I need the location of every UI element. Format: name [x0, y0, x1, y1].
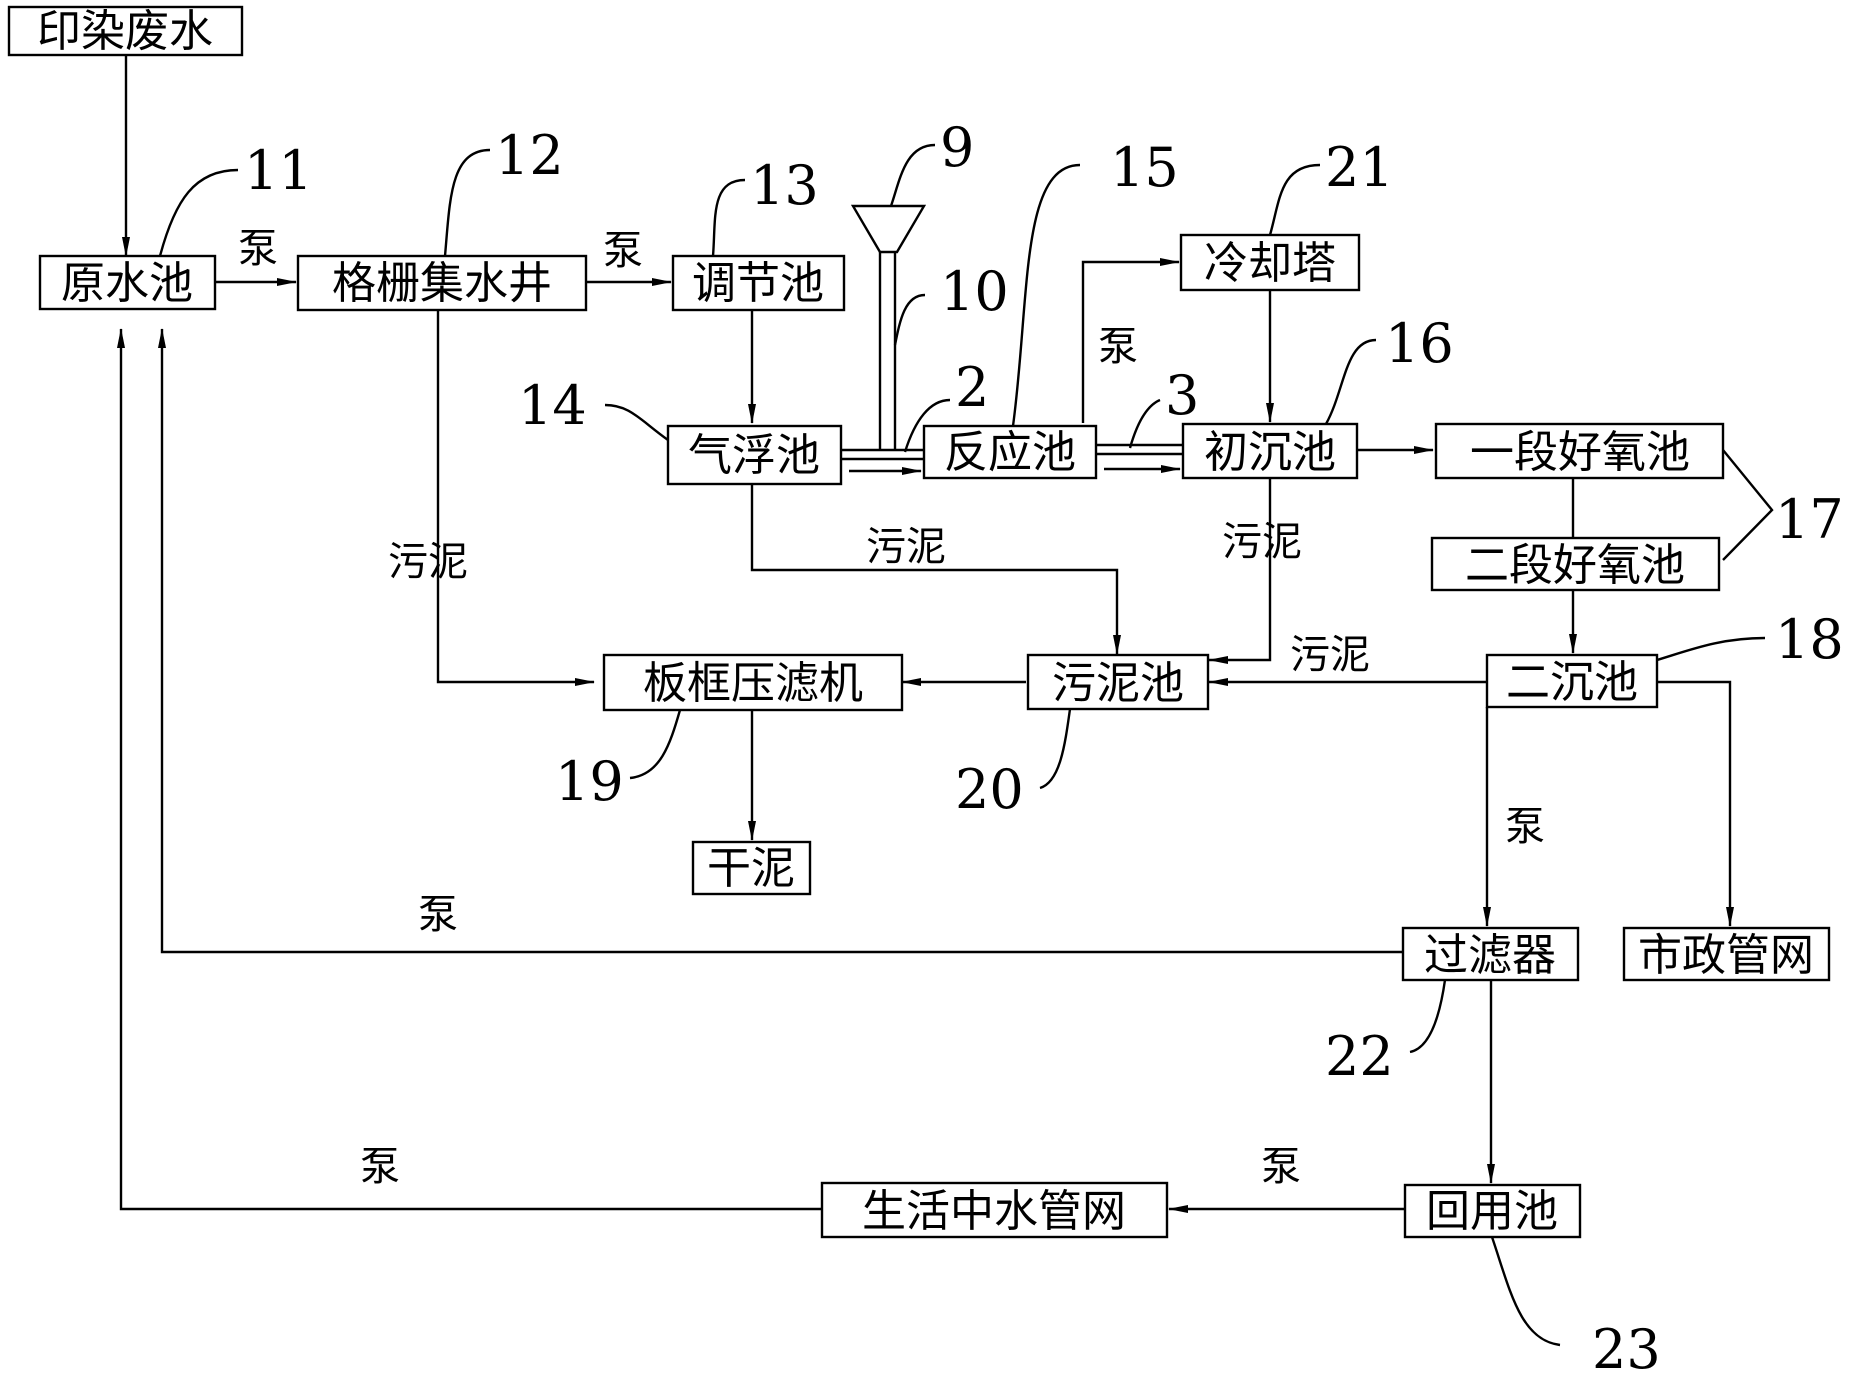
node-dye-wastewater-label: 印染废水 — [37, 6, 213, 57]
label-pump-domestic-return: 泵 — [360, 1144, 400, 1190]
ref-3: 3 — [1165, 364, 1199, 427]
label-pump-reaction-cooling: 泵 — [1098, 324, 1138, 370]
leader-21 — [1268, 163, 1321, 236]
label-pump-raw-grid: 泵 — [238, 226, 278, 272]
ref-20: 20 — [955, 758, 1024, 821]
node-sludge-tank: 污泥池 — [1026, 653, 1210, 711]
node-domestic-reclaimed-network-label: 生活中水管网 — [862, 1186, 1126, 1237]
node-dry-sludge-label: 干泥 — [707, 843, 795, 894]
edge-grid-to-filterpress — [436, 310, 595, 686]
leader-3 — [1128, 398, 1161, 449]
edge-secondary-to-municipal — [1657, 680, 1734, 927]
leader-14 — [604, 403, 669, 441]
node-reaction-tank: 反应池 — [922, 424, 1098, 480]
node-primary-settling: 初沉池 — [1181, 422, 1359, 480]
node-raw-water-tank-label: 原水池 — [61, 258, 193, 309]
node-cooling-tower: 冷却塔 — [1179, 233, 1361, 292]
label-sludge-grid: 污泥 — [388, 539, 468, 585]
label-sludge-primary: 污泥 — [1222, 519, 1302, 565]
bracket-17 — [1722, 449, 1774, 561]
node-sludge-tank-label: 污泥池 — [1052, 658, 1184, 709]
node-grid-well: 格栅集水井 — [296, 254, 588, 312]
leader-11 — [158, 168, 239, 257]
node-regulating-tank-label: 调节池 — [692, 258, 824, 309]
leader-10 — [893, 293, 926, 346]
node-filter-press: 板框压滤机 — [602, 653, 904, 712]
ref-23: 23 — [1592, 1318, 1661, 1375]
leader-16 — [1324, 338, 1377, 425]
node-secondary-settling: 二沉池 — [1485, 653, 1659, 709]
node-grid-well-label: 格栅集水井 — [332, 258, 552, 309]
node-regulating-tank: 调节池 — [671, 254, 846, 312]
label-pump-filter-return: 泵 — [418, 892, 458, 938]
node-reuse-tank: 回用池 — [1403, 1183, 1582, 1239]
node-aerobic-2-label: 二段好氧池 — [1465, 540, 1685, 591]
node-reaction-tank-label: 反应池 — [944, 427, 1076, 478]
edge-filter-to-raw — [158, 328, 1403, 954]
node-dye-wastewater: 印染废水 — [7, 5, 244, 57]
reference-numbers: 11 12 13 9 15 21 10 16 14 2 3 17 18 19 2… — [158, 116, 1844, 1375]
ref-11: 11 — [244, 139, 313, 202]
process-nodes: 印染废水 原水池 格栅集水井 调节池 气浮池 反应池 冷却塔 初沉池 — [7, 5, 1831, 1239]
ref-12: 12 — [495, 124, 564, 187]
node-primary-settling-label: 初沉池 — [1204, 427, 1336, 478]
ref-22: 22 — [1325, 1025, 1394, 1088]
leader-2 — [903, 398, 951, 453]
node-municipal-network: 市政管网 — [1622, 926, 1831, 982]
label-sludge-secondary: 污泥 — [1290, 632, 1370, 678]
node-municipal-network-label: 市政管网 — [1638, 930, 1814, 981]
node-raw-water-tank: 原水池 — [38, 254, 217, 311]
label-pump-secondary-filter: 泵 — [1505, 804, 1545, 850]
edge-domestic-to-raw — [117, 328, 822, 1211]
leader-9 — [889, 143, 936, 207]
ref-15: 15 — [1110, 136, 1179, 199]
ref-16: 16 — [1385, 312, 1454, 375]
label-pump-grid-regulating: 泵 — [603, 228, 643, 274]
leader-23 — [1490, 1236, 1561, 1347]
node-domestic-reclaimed-network: 生活中水管网 — [820, 1181, 1169, 1239]
node-reuse-tank-label: 回用池 — [1426, 1186, 1558, 1237]
node-cooling-tower-label: 冷却塔 — [1204, 238, 1336, 289]
node-secondary-settling-label: 二沉池 — [1506, 657, 1638, 708]
node-filter: 过滤器 — [1401, 926, 1580, 982]
node-aerobic-2: 二段好氧池 — [1430, 536, 1721, 592]
node-flotation-tank-label: 气浮池 — [688, 430, 820, 481]
ref-19: 19 — [555, 750, 624, 813]
leader-15 — [1011, 163, 1081, 427]
edge-reaction-to-cooling — [1081, 258, 1180, 423]
node-filter-press-label: 板框压滤机 — [643, 658, 863, 709]
node-aerobic-1-label: 一段好氧池 — [1470, 427, 1690, 478]
ref-17: 17 — [1775, 488, 1844, 551]
node-dry-sludge: 干泥 — [691, 840, 812, 896]
leader-12 — [443, 148, 491, 257]
ref-2: 2 — [955, 356, 989, 419]
edge-flotation-to-sludge — [750, 485, 1121, 655]
leader-22 — [1409, 979, 1447, 1054]
leader-20 — [1039, 708, 1072, 790]
leader-13 — [711, 178, 746, 257]
dosing-hopper-9 — [850, 204, 927, 254]
ref-9: 9 — [940, 116, 974, 179]
label-sludge-flotation: 污泥 — [866, 524, 946, 570]
leader-19 — [629, 709, 682, 780]
ref-14: 14 — [518, 374, 587, 437]
node-filter-label: 过滤器 — [1424, 930, 1556, 981]
flow-edges — [117, 55, 1774, 1213]
ref-13: 13 — [750, 154, 819, 217]
ref-21: 21 — [1325, 136, 1394, 199]
label-pump-reuse-domestic: 泵 — [1261, 1144, 1301, 1190]
node-flotation-tank: 气浮池 — [666, 424, 843, 486]
edge-primary-to-sludge — [1208, 478, 1272, 664]
ref-18: 18 — [1775, 608, 1844, 671]
node-aerobic-1: 一段好氧池 — [1434, 422, 1725, 480]
leader-18 — [1656, 636, 1766, 662]
edge-labels: 泵 泵 泵 污泥 污泥 污泥 污泥 泵 泵 泵 泵 — [238, 226, 1545, 1190]
ref-10: 10 — [940, 260, 1009, 323]
